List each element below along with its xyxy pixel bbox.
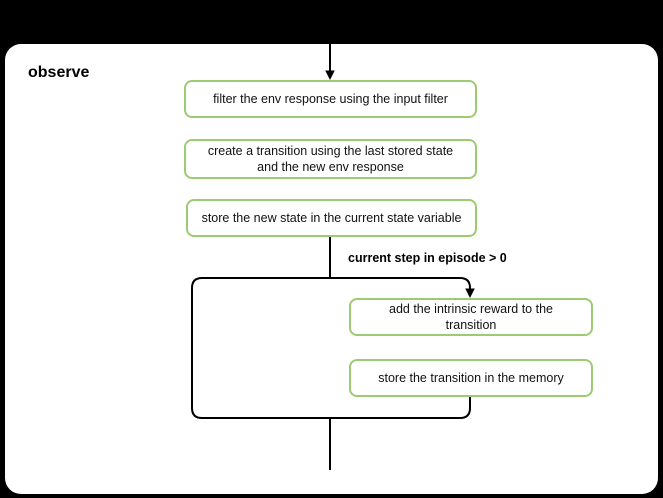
branch-condition-label: current step in episode > 0 bbox=[348, 251, 507, 265]
node-add-intrinsic-reward: add the intrinsic reward to the transiti… bbox=[349, 298, 593, 336]
node-create-transition: create a transition using the last store… bbox=[184, 139, 477, 179]
subgraph-title: observe bbox=[28, 64, 90, 81]
node-filter-env-response: filter the env response using the input … bbox=[184, 80, 477, 118]
observe-subgraph bbox=[5, 44, 658, 494]
node-store-new-state: store the new state in the current state… bbox=[186, 199, 477, 237]
node-store-transition-memory: store the transition in the memory bbox=[349, 359, 593, 397]
